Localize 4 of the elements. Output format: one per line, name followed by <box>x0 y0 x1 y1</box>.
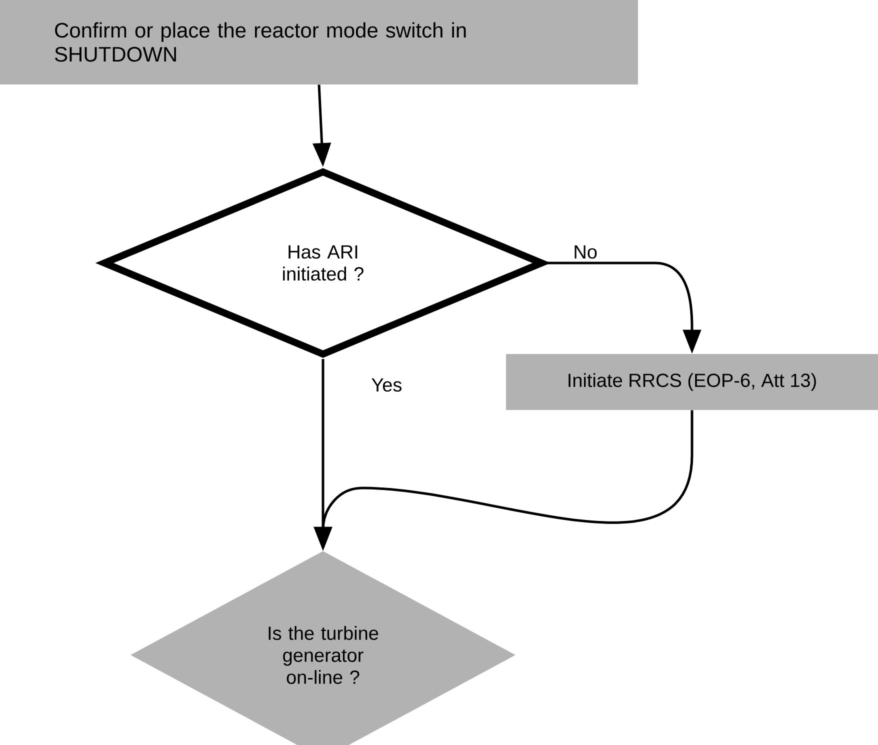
action-box: Initiate RRCS (EOP-6, Att 13) <box>506 354 878 410</box>
instruction-box: Confirm or place the reactor mode switch in SHUTDOWN <box>0 0 638 84</box>
edge-label: Yes <box>370 377 404 393</box>
edge-label: No <box>572 244 598 260</box>
